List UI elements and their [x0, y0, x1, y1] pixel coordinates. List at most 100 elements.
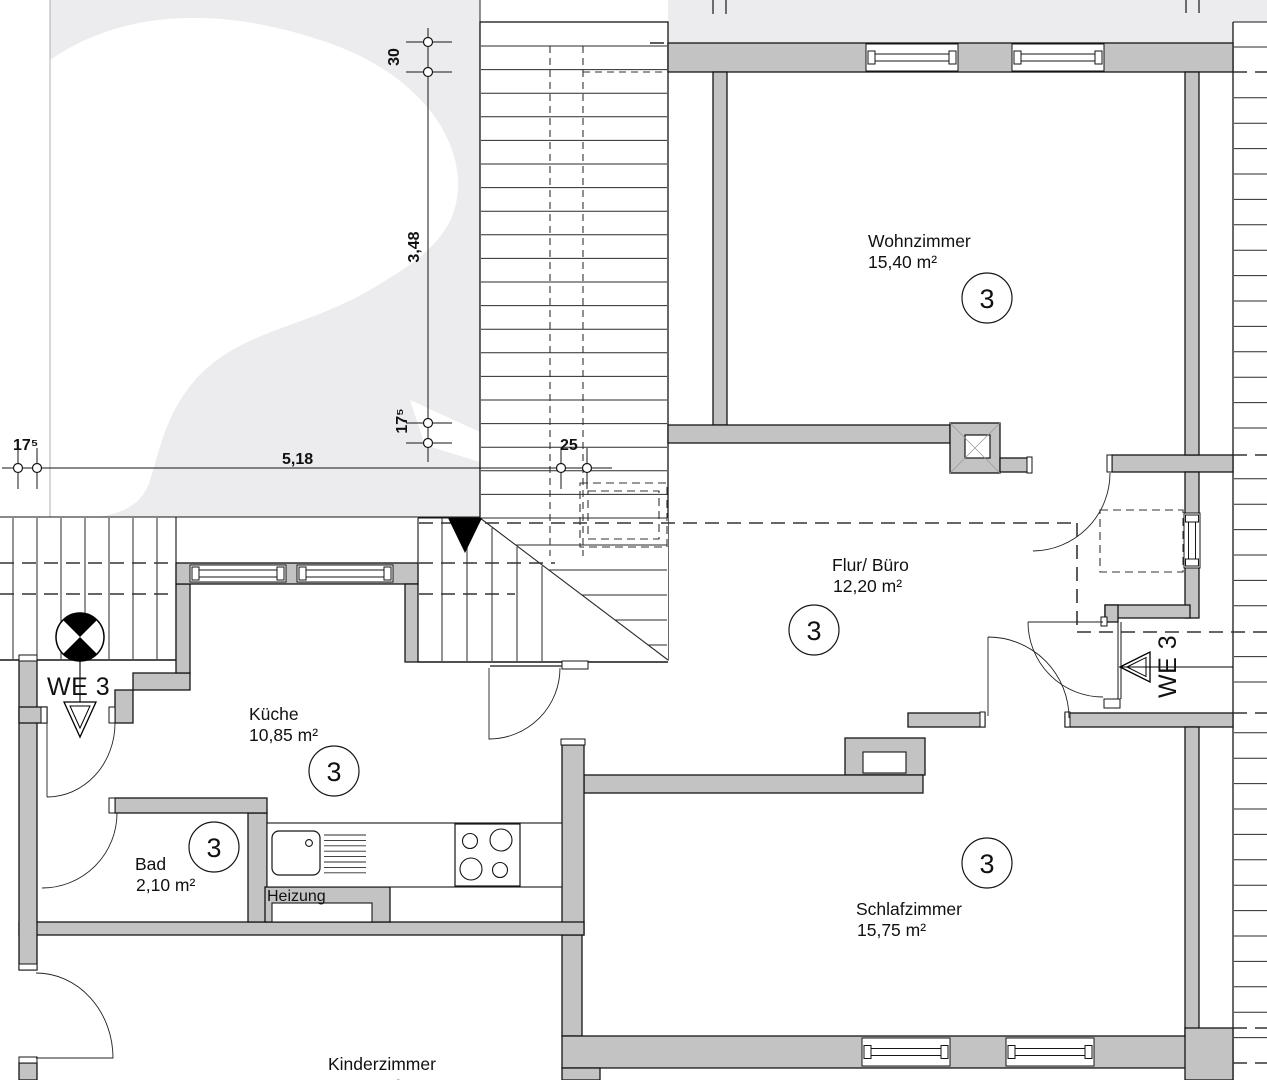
window-cap [191, 566, 200, 581]
right-staircase [1233, 22, 1267, 1080]
faucet-icon [305, 839, 313, 847]
level-marker-icon [63, 612, 97, 637]
dimension-tick [422, 66, 434, 78]
dimension-tick [422, 36, 434, 48]
burner-icon [461, 832, 479, 850]
room-number: 3 [806, 616, 821, 646]
wall-end-cap [979, 711, 986, 728]
kitchen-fixtures [266, 422, 1001, 888]
dish-drainer-icon [324, 834, 366, 874]
door-swing-bad [41, 812, 118, 889]
dimension-tick [581, 462, 593, 474]
room-area-kinderzimmer: 10,10 m² [332, 1076, 401, 1080]
window-cap [1185, 558, 1199, 567]
window-cap [867, 50, 876, 65]
window-cap [383, 566, 392, 581]
room-area-schlafzimmer: 15,75 m² [857, 920, 926, 940]
room-number: 3 [979, 849, 994, 879]
room-number-circle [788, 604, 840, 656]
wall [1064, 712, 1234, 728]
plan-symbols [55, 518, 1233, 739]
wall [404, 583, 419, 663]
room-number: 3 [326, 757, 341, 787]
dimension-tick [422, 437, 434, 449]
room-label-kueche: Küche [249, 704, 299, 724]
wall [1111, 454, 1234, 473]
room-area-flur-buero: 12,20 m² [833, 576, 902, 596]
window-cap [1185, 514, 1199, 523]
window-glass [198, 569, 278, 578]
door-swing-kueche-entry [46, 722, 116, 798]
entrance-arrow-icon [62, 701, 98, 739]
dashed-opening-outline [587, 490, 660, 540]
winder-staircase [418, 518, 668, 662]
dimension-tick [422, 417, 434, 429]
window-glass [305, 569, 385, 578]
wall [114, 797, 268, 814]
wall-end-caps [18, 454, 1121, 1064]
window-cap [940, 1045, 949, 1059]
staircases [0, 21, 1267, 1080]
entrance-arrow-icon [69, 705, 91, 730]
window-cap [1007, 1045, 1016, 1059]
dashed-opening-outline [579, 482, 668, 548]
room-number-badges: 3 3 3 3 3 [188, 272, 1013, 889]
wall [667, 424, 951, 444]
door-swing-wohnzimmer [1032, 472, 1111, 552]
winder-diagonal [479, 517, 669, 661]
wall [999, 457, 1029, 473]
windows [189, 43, 1201, 1067]
wall [561, 934, 583, 1037]
wall-end-cap [18, 1056, 38, 1064]
level-marker-icon [63, 637, 97, 662]
window-glass [1020, 53, 1096, 62]
window-cap [1094, 50, 1103, 65]
burner-icon [459, 857, 483, 881]
room-number: 3 [979, 284, 994, 314]
wall [583, 774, 924, 794]
wall-end-cap [18, 654, 38, 662]
room-label-wohnzimmer: Wohnzimmer [868, 231, 971, 251]
room-area-wohnzimmer: 15,40 m² [868, 252, 937, 272]
wall-end-cap [1103, 698, 1121, 709]
stair-treads [12, 45, 1267, 1039]
door-swing-apartment-entry [1027, 621, 1104, 698]
window-cap [298, 566, 307, 581]
window-cap [863, 1045, 872, 1059]
window-glass [1014, 1048, 1086, 1056]
chimney-hatch [949, 422, 1001, 474]
wall [1184, 726, 1200, 1037]
dimension-tick [31, 462, 43, 474]
unit-label-we3-left: WE 3 [47, 673, 110, 701]
room-labels: Wohnzimmer 15,40 m² Flur/ Büro 12,20 m² … [47, 231, 1182, 1080]
doors [35, 472, 1111, 1059]
dimension-value: 5,18 [282, 451, 313, 468]
wall-end-cap [561, 660, 589, 670]
door-swing-flur-corridor [987, 636, 1070, 719]
wall [712, 71, 728, 426]
dimension-tick [12, 462, 24, 474]
terrain-patch [50, 17, 459, 517]
unit-label-we3-right: WE 3 [1154, 635, 1182, 698]
dimension-value: 25 [560, 437, 578, 454]
dimension-value: 17⁵ [13, 437, 38, 454]
burner-icon [491, 861, 509, 879]
wall [18, 921, 585, 936]
stair-direction-arrow-icon [448, 518, 482, 553]
wall-end-cap [108, 706, 116, 724]
wall-end-cap [1026, 456, 1033, 474]
wall [247, 812, 268, 923]
wall-end-cap [40, 706, 48, 724]
door-swing-kinderzimmer [35, 972, 114, 1059]
dashed-opening-outline [1099, 509, 1184, 573]
wall [114, 689, 134, 724]
room-number-circle [961, 272, 1013, 324]
wall [18, 1062, 38, 1080]
fixture-label-heizung: Heizung [267, 888, 326, 905]
dimension-value: 30 [386, 48, 403, 66]
room-label-flur-buero: Flur/ Büro [832, 555, 909, 575]
room-label-schlafzimmer: Schlafzimmer [856, 899, 962, 919]
wall-end-cap [1064, 711, 1071, 728]
wall-end-cap [18, 963, 38, 971]
